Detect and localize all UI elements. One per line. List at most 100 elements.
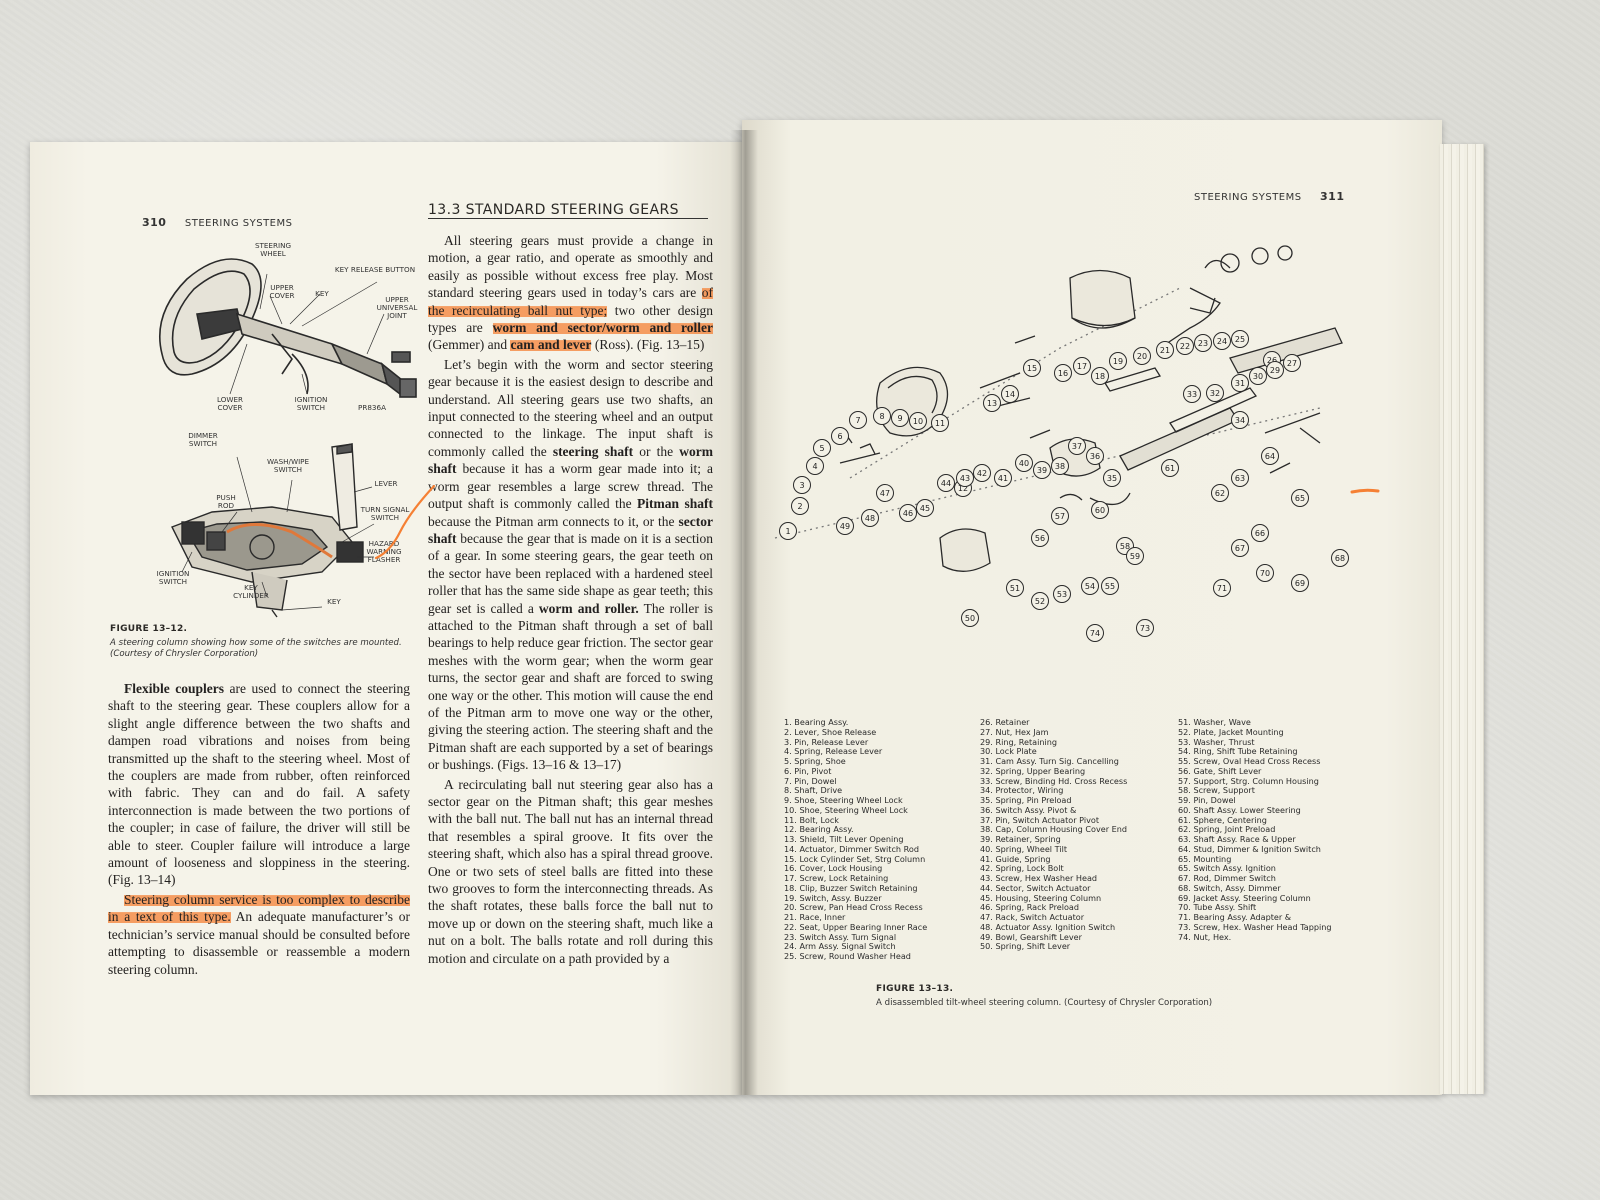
callout-number: 39 (1037, 466, 1047, 475)
callout-circle (1249, 367, 1267, 385)
callout-circle (916, 499, 934, 517)
callout-number: 22 (1180, 342, 1190, 351)
parts-list-item: 19. Switch, Assy. Buzzer (784, 892, 882, 903)
label-steering-wheel: STEERING WHEEL (254, 241, 292, 258)
parts-list-item: 44. Sector, Switch Actuator (980, 882, 1091, 893)
highlight-worm-sector: worm and sector/worm and roller (492, 320, 713, 336)
callout-number: 9 (897, 414, 902, 423)
callout-number: 14 (1005, 390, 1015, 399)
callout-number: 53 (1057, 590, 1067, 599)
parts-list-item: 2. Lever, Shoe Release (784, 726, 877, 737)
callout-circle (1086, 624, 1104, 642)
parts-list-item: 16. Cover, Lock Housing (784, 863, 883, 874)
parts-list-item: 12. Bearing Assy. (784, 824, 854, 835)
parts-list-item: 32. Spring, Upper Bearing (980, 765, 1086, 776)
callout-circle (956, 469, 974, 487)
parts-list-item: 41. Guide, Spring (980, 853, 1051, 864)
callout-number: 45 (920, 504, 930, 513)
parts-list-item: 58. Screw, Support (1178, 785, 1255, 796)
parts-list-item: 3. Pin, Release Lever (784, 736, 869, 747)
label-upper-universal-joint: UPPER UNIVERSAL JOINT (376, 295, 418, 320)
callout-circle (813, 439, 831, 457)
callout-circle (1091, 367, 1109, 385)
parts-list-item: 15. Lock Cylinder Set, Strg Column (784, 853, 926, 864)
figure-13-12-caption: A steering column showing how some of th… (110, 638, 402, 659)
callout-number: 44 (941, 479, 951, 488)
callout-number: 18 (1095, 372, 1105, 381)
parts-list-item: 51. Washer, Wave (1178, 717, 1251, 727)
callout-circle (1283, 354, 1301, 372)
parts-list-item: 10. Shoe, Steering Wheel Lock (784, 804, 908, 815)
callout-circle (1161, 459, 1179, 477)
open-book: 3 10 STEERING SYSTEMS (30, 120, 1484, 1095)
callout-circle (1053, 585, 1071, 603)
parts-list-item: 22. Seat, Upper Bearing Inner Race (784, 921, 928, 932)
callout-circle (1231, 374, 1249, 392)
callout-circle (1194, 334, 1212, 352)
callout-circle (793, 476, 811, 494)
callout-circle (1023, 359, 1041, 377)
callout-number: 63 (1235, 474, 1245, 483)
callout-circle (994, 469, 1012, 487)
callout-number: 52 (1035, 597, 1045, 606)
callout-circle (1291, 574, 1309, 592)
callout-circle (1231, 330, 1249, 348)
left-page: 310 STEERING SYSTEMS (30, 142, 742, 1095)
callout-number: 35 (1107, 474, 1117, 483)
callout-number: 11 (935, 419, 945, 428)
callout-number: 46 (903, 509, 913, 518)
right-page: STEERING SYSTEMS 311 (742, 120, 1442, 1095)
left-running-head-text: STEERING SYSTEMS (184, 218, 293, 229)
callout-number: 38 (1055, 462, 1065, 471)
right-column-text: All steering gears must provide a change… (428, 233, 713, 966)
callout-circle (1266, 361, 1284, 379)
callout-circle (1033, 461, 1051, 479)
callout-circle (1136, 619, 1154, 637)
callout-number: 64 (1265, 452, 1275, 461)
callout-number: 36 (1090, 452, 1100, 461)
callout-circle (1176, 337, 1194, 355)
callout-number: 40 (1019, 459, 1029, 468)
left-column-text: Flexible couplers are used to connect th… (108, 681, 411, 977)
callout-circle (1213, 332, 1231, 350)
parts-list-item: 50. Spring, Shift Lever (980, 941, 1071, 952)
callout-circle (1031, 592, 1049, 610)
callout-number: 69 (1295, 579, 1305, 588)
callout-number: 47 (880, 489, 890, 498)
label-key-bottom: KEY (327, 597, 341, 606)
callout-circle (983, 394, 1001, 412)
callout-number: 19 (1113, 357, 1123, 366)
parts-list-item: 39. Retainer, Spring (980, 834, 1061, 844)
label-key-cylinder: KEY CYLINDER (233, 583, 269, 600)
parts-list-item: 47. Rack, Switch Actuator (980, 912, 1085, 922)
parts-list-item: 68. Switch, Assy. Dimmer (1178, 882, 1281, 893)
callout-circle (1231, 469, 1249, 487)
callout-circle (836, 517, 854, 535)
callout-circle (1054, 364, 1072, 382)
callout-number: 10 (913, 417, 923, 426)
callout-circle (1126, 547, 1144, 565)
callout-number: 73 (1140, 624, 1150, 633)
callout-number: 5 (819, 444, 824, 453)
highlighter-mark (374, 484, 436, 560)
callout-circle (1256, 564, 1274, 582)
parts-list-item: 11. Bolt, Lock (784, 814, 839, 825)
parts-list-item: 35. Spring, Pin Preload (980, 795, 1072, 805)
parts-list-item: 17. Screw, Lock Retaining (784, 873, 889, 883)
parts-list-item: 31. Cam Assy. Turn Sig. Cancelling (980, 756, 1119, 766)
parts-list-item: 18. Clip, Buzzer Switch Retaining (784, 882, 918, 893)
callout-number: 37 (1072, 442, 1082, 451)
parts-list-item: 37. Pin, Switch Actuator Pivot (980, 814, 1100, 825)
callout-circle (849, 411, 867, 429)
parts-list-item: 48. Actuator Assy. Ignition Switch (980, 921, 1116, 932)
callout-number: 3 (799, 481, 804, 490)
callout-number: 60 (1095, 506, 1105, 515)
parts-list-item: 63. Shaft Assy. Race & Upper (1178, 834, 1296, 844)
parts-list-item: 52. Plate, Jacket Mounting (1178, 726, 1284, 737)
parts-list-item: 36. Switch Assy. Pivot & (980, 804, 1077, 815)
callout-circle (873, 407, 891, 425)
callout-circle (1031, 529, 1049, 547)
